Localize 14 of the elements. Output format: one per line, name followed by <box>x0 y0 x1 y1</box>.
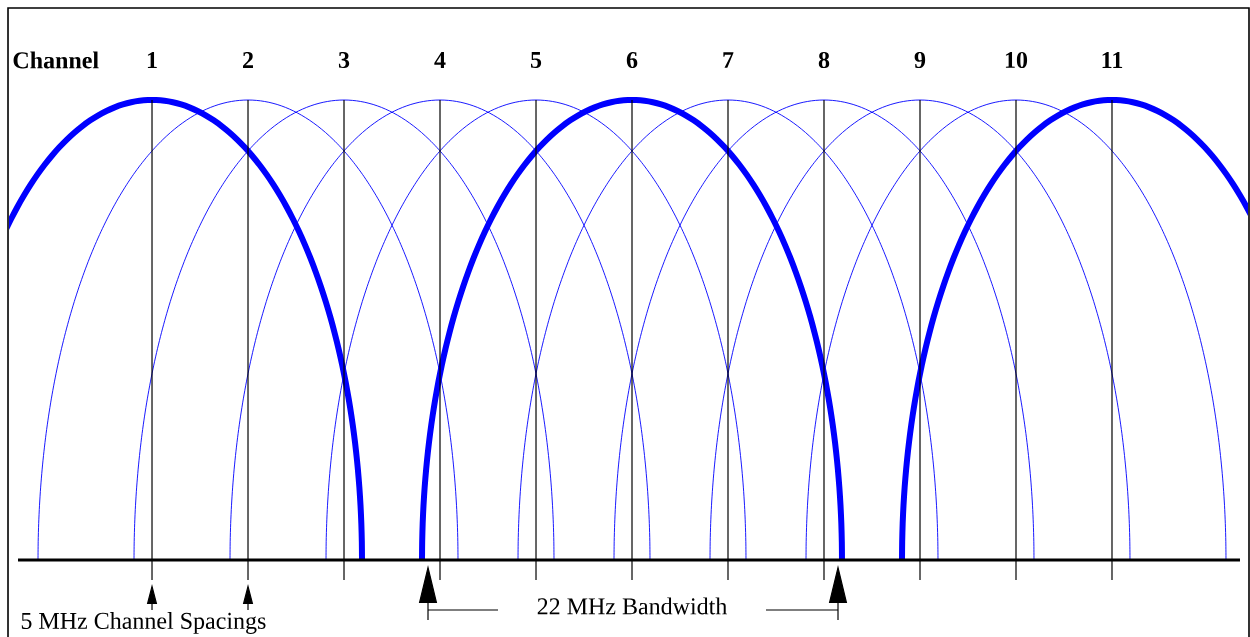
channel-number: 7 <box>723 52 734 68</box>
channel-number: 4 <box>434 52 446 68</box>
channel-number: 9 <box>914 51 926 69</box>
channel-number: 2 <box>243 52 253 68</box>
channel-number: 11 <box>1102 52 1123 68</box>
channel-number: 6 <box>626 51 638 69</box>
channel-number: 8 <box>818 51 830 69</box>
channel-number: 10 <box>1005 51 1028 69</box>
spacing-label: 5 MHz Channel Spacings <box>21 612 266 634</box>
axis-label: Channel <box>13 51 99 69</box>
channel-number: 5 <box>531 52 542 68</box>
bandwidth-label: 22 MHz Bandwidth <box>537 597 727 615</box>
channel-number: 1 <box>147 52 157 68</box>
channel-number: 3 <box>338 51 350 69</box>
